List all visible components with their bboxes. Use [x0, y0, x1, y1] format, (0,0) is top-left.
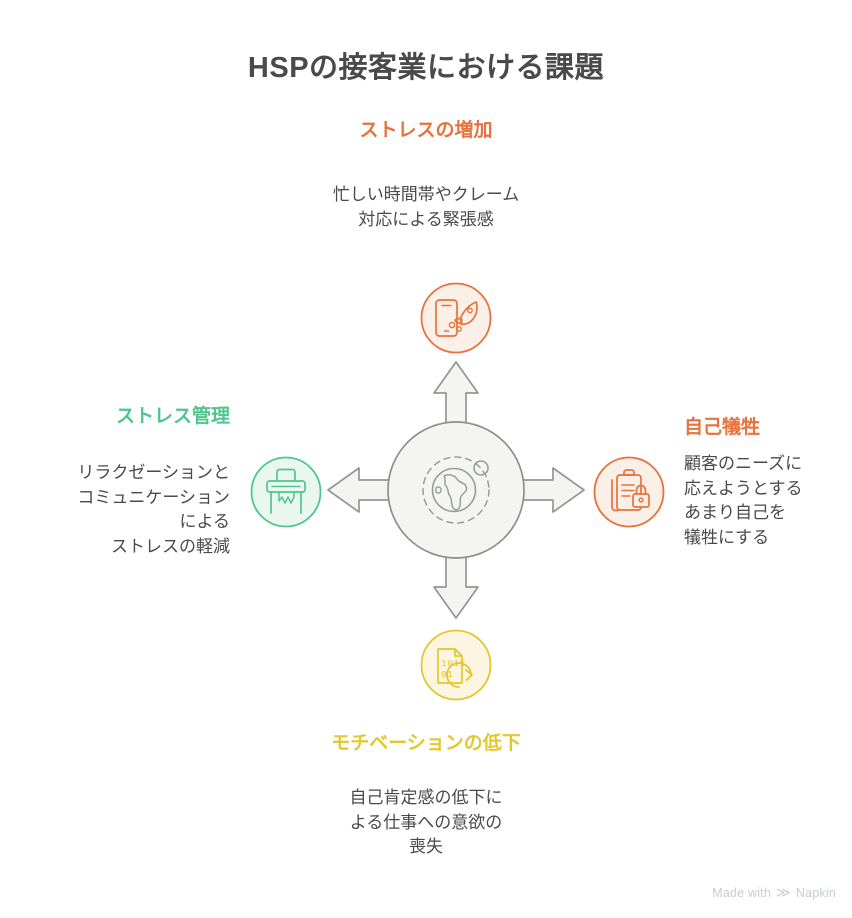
node-body-right-line: 応えようとする — [684, 478, 803, 498]
node-body-right-line: 顧客のニーズに — [684, 454, 803, 473]
watermark-text-after: Napkin — [795, 886, 836, 900]
node-icon-right-circle[interactable] — [593, 456, 665, 528]
node-body-right: 顧客のニーズに 応えようとする あまり自己を 犠牲にする — [684, 452, 844, 551]
node-body-top: 忙しい時間帯やクレーム 対応による緊張感 — [276, 183, 576, 232]
node-body-bottom-line: 自己肯定感の低下に — [349, 788, 503, 807]
node-body-right-line: 犠牲にする — [684, 527, 770, 547]
watermark-text-before: Made with — [712, 886, 772, 900]
node-heading-right: 自己犠牲 — [684, 417, 761, 438]
node-body-top-line: 対応による緊張感 — [358, 209, 494, 229]
node-body-left-line: ストレスの軽減 — [111, 536, 230, 556]
node-body-left-line: コミュニケーション — [77, 487, 230, 507]
node-heading-bottom: モチベーションの低下 — [331, 733, 521, 754]
document-binary-refresh-icon: 1011 01 — [437, 648, 473, 688]
globe-orbit-icon — [422, 456, 490, 524]
page-title: HSPの接客業における課題 — [247, 52, 605, 84]
paper-shredder-icon — [266, 468, 306, 514]
phone-rocket-icon — [435, 299, 478, 337]
node-body-left-line: リラクゼーションと — [77, 463, 230, 482]
node-body-top-line: 忙しい時間帯やクレーム — [332, 185, 520, 204]
node-icon-top-circle[interactable] — [420, 282, 492, 354]
clipboard-lock-icon — [611, 469, 650, 512]
napkin-watermark: Made with ≫ Napkin — [712, 884, 836, 900]
node-body-left-line: による — [179, 512, 231, 532]
node-heading-left: ストレス管理 — [115, 406, 230, 427]
node-body-bottom-line: 喪失 — [409, 837, 443, 857]
node-heading-top: ストレスの増加 — [359, 120, 493, 141]
node-body-bottom-line: よる仕事への意欲の — [349, 812, 503, 832]
node-icon-right[interactable] — [593, 456, 665, 528]
node-icon-bottom[interactable]: 1011 01 — [420, 629, 492, 701]
napkin-logo-icon: ≫ — [776, 884, 791, 900]
node-body-left: リラクゼーションと コミュニケーション による ストレスの軽減 — [0, 461, 230, 560]
node-body-bottom: 自己肯定感の低下に よる仕事への意欲の 喪失 — [306, 786, 546, 860]
hub-circle — [387, 421, 525, 559]
node-icon-left[interactable] — [250, 456, 322, 528]
node-body-right-line: あまり自己を — [684, 503, 786, 523]
node-icon-top[interactable] — [420, 282, 492, 354]
